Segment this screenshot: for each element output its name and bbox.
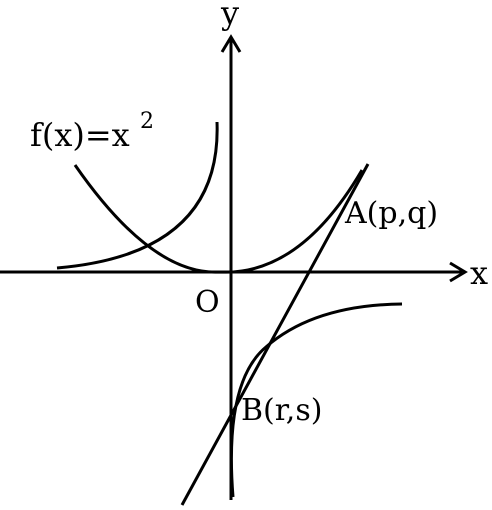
- origin-label: O: [195, 285, 220, 320]
- function-label: f(x)=x: [30, 116, 130, 154]
- x-axis-arrowhead: [449, 261, 468, 283]
- inverse-curve-lower: [229, 302, 403, 498]
- point-a-label: A(p,q): [344, 196, 438, 231]
- y-axis-arrowhead: [220, 34, 242, 53]
- y-axis-label: y: [220, 0, 239, 32]
- function-exponent: 2: [140, 109, 154, 134]
- inverse-curve-upper: [56, 121, 219, 270]
- parabola-curve: [73, 164, 364, 274]
- point-b-label: B(r,s): [241, 393, 322, 428]
- tangent-line: [180, 163, 370, 506]
- x-axis-label: x: [470, 254, 488, 292]
